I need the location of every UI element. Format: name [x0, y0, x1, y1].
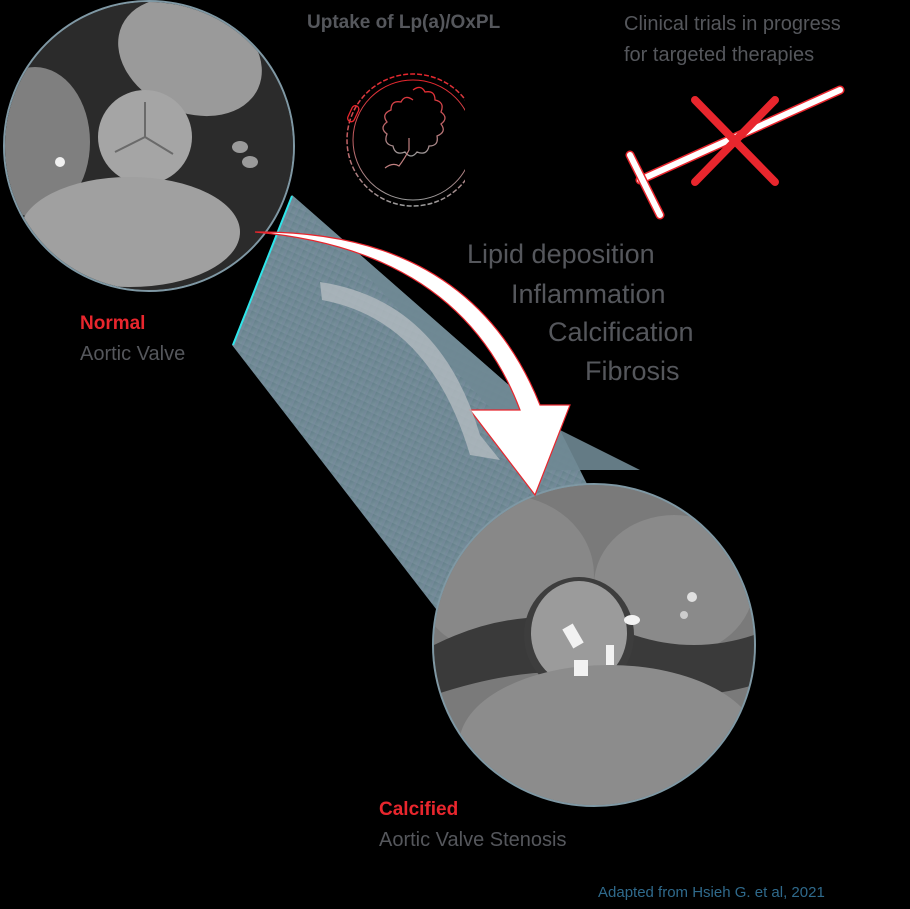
calcified-label-subtitle: Aortic Valve Stenosis [379, 829, 567, 851]
trials-title-line1: Clinical trials in progress [624, 13, 841, 35]
uptake-title: Uptake of Lp(a)/OxPL [307, 12, 501, 33]
normal-label-title: Normal [80, 313, 146, 334]
process-step-calcification: Calcification [548, 317, 694, 347]
calcified-valve-ct-image [432, 483, 756, 807]
lp-a-particle-icon [346, 73, 465, 207]
normal-valve-ct-image [3, 0, 295, 292]
process-step-lipid: Lipid deposition [467, 239, 655, 269]
calcified-label-title: Calcified [379, 799, 459, 820]
normal-label-subtitle: Aortic Valve [80, 343, 186, 365]
trials-title-line2: for targeted therapies [624, 44, 815, 66]
process-step-fibrosis: Fibrosis [585, 356, 680, 386]
process-step-inflammation: Inflammation [511, 279, 666, 309]
syringe-crossed-icon [625, 85, 845, 220]
ct-scan-normal-graphic [5, 2, 293, 290]
source-credit: Adapted from Hsieh G. et al, 2021 [598, 884, 825, 901]
ct-scan-calcified-graphic [434, 485, 754, 805]
